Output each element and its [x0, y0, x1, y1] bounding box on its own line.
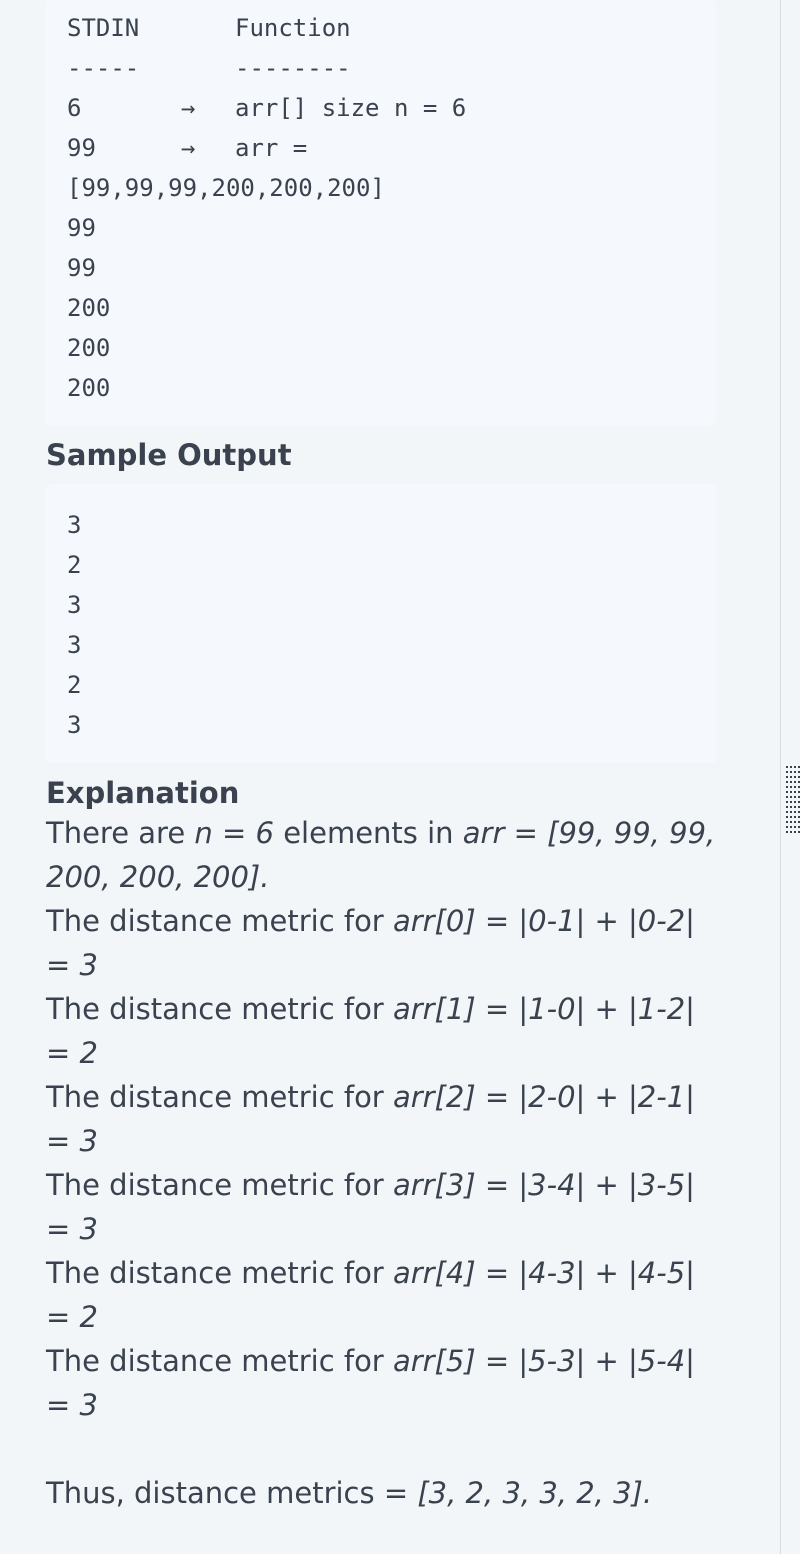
conclusion-expression: [3, 2, 3, 3, 2, 3].	[417, 1476, 653, 1510]
explanation-body: There are n = 6 elements in arr = [99, 9…	[46, 811, 716, 1515]
code-line: 200	[67, 328, 716, 368]
explanation-heading: Explanation	[46, 776, 240, 810]
code-line: 6 → arr[] size n = 6	[67, 88, 716, 128]
intro-text: elements in	[273, 816, 463, 850]
distance-metric-line: The distance metric for arr[2] = |2-0| +…	[46, 1075, 716, 1163]
code-line: 200	[67, 288, 716, 328]
code-col-stdin: 99	[67, 254, 96, 282]
output-line: 3	[67, 711, 82, 739]
code-col-stdin: 200	[67, 374, 111, 402]
metric-prefix: The distance metric for	[46, 904, 393, 938]
distance-metric-line: The distance metric for arr[4] = |4-3| +…	[46, 1251, 716, 1339]
code-col-stdin: 200	[67, 334, 111, 362]
distance-metric-line: The distance metric for arr[5] = |5-3| +…	[46, 1339, 716, 1427]
output-line: 3	[67, 591, 82, 619]
problem-content: STDIN Function ----- -------- 6 → arr[] …	[46, 0, 716, 1515]
output-line: 2	[67, 671, 82, 699]
distance-metric-line: The distance metric for arr[1] = |1-0| +…	[46, 987, 716, 1075]
sample-input-code-block: STDIN Function ----- -------- 6 → arr[] …	[46, 0, 716, 426]
code-line: STDIN Function	[67, 8, 716, 48]
code-col-function: Function	[235, 14, 351, 42]
metric-expression: arr[1] = |1-0| + |1-2| = 2	[46, 992, 695, 1070]
metric-prefix: The distance metric for	[46, 1080, 393, 1114]
sample-output-heading: Sample Output	[46, 438, 292, 472]
code-col-function: --------	[235, 54, 351, 82]
distance-metric-line: The distance metric for arr[3] = |3-4| +…	[46, 1163, 716, 1251]
code-col-stdin: 200	[67, 294, 111, 322]
code-col-stdin: 6	[67, 94, 82, 122]
code-line: ----- --------	[67, 48, 716, 88]
intro-n-expression: n = 6	[194, 816, 274, 850]
arrow-icon: →	[181, 94, 196, 122]
code-line: 200	[67, 368, 716, 408]
output-line: 3	[67, 511, 82, 539]
paragraph-spacer	[46, 1427, 716, 1471]
metric-expression: arr[4] = |4-3| + |4-5| = 2	[46, 1256, 695, 1334]
arrow-icon: →	[181, 134, 196, 162]
explanation-intro: There are n = 6 elements in arr = [99, 9…	[46, 811, 716, 899]
metric-expression: arr[5] = |5-3| + |5-4| = 3	[46, 1344, 695, 1422]
intro-text: There are	[46, 816, 195, 850]
metric-prefix: The distance metric for	[46, 1344, 393, 1378]
output-line: 3	[67, 631, 82, 659]
metric-prefix: The distance metric for	[46, 1256, 393, 1290]
code-col-function: arr =	[235, 134, 308, 162]
code-col-function: arr[] size n = 6	[235, 94, 467, 122]
metric-prefix: The distance metric for	[46, 1168, 393, 1202]
code-col-stdin: STDIN	[67, 14, 140, 42]
code-col-stdin: [99,99,99,200,200,200]	[67, 174, 385, 202]
explanation-conclusion: Thus, distance metrics = [3, 2, 3, 3, 2,…	[46, 1471, 716, 1515]
code-line: [99,99,99,200,200,200]	[67, 168, 716, 208]
metric-expression: arr[0] = |0-1| + |0-2| = 3	[46, 904, 695, 982]
metric-expression: arr[2] = |2-0| + |2-1| = 3	[46, 1080, 695, 1158]
code-line: 99 → arr =	[67, 128, 716, 168]
output-line: 2	[67, 551, 82, 579]
drag-handle-icon[interactable]	[786, 766, 800, 836]
intro-arr-expression: arr = [99, 99, 99, 200, 200, 200].	[46, 816, 716, 894]
code-line: 99	[67, 248, 716, 288]
code-line: 99	[67, 208, 716, 248]
code-col-stdin: -----	[67, 54, 140, 82]
metric-prefix: The distance metric for	[46, 992, 393, 1026]
code-col-stdin: 99	[67, 134, 96, 162]
metric-expression: arr[3] = |3-4| + |3-5| = 3	[46, 1168, 695, 1246]
distance-metric-line: The distance metric for arr[0] = |0-1| +…	[46, 899, 716, 987]
conclusion-prefix: Thus, distance metrics =	[46, 1476, 418, 1510]
code-col-stdin: 99	[67, 214, 96, 242]
sample-output-code-block: 3 2 3 3 2 3	[46, 484, 716, 763]
panel-divider	[780, 0, 781, 1554]
